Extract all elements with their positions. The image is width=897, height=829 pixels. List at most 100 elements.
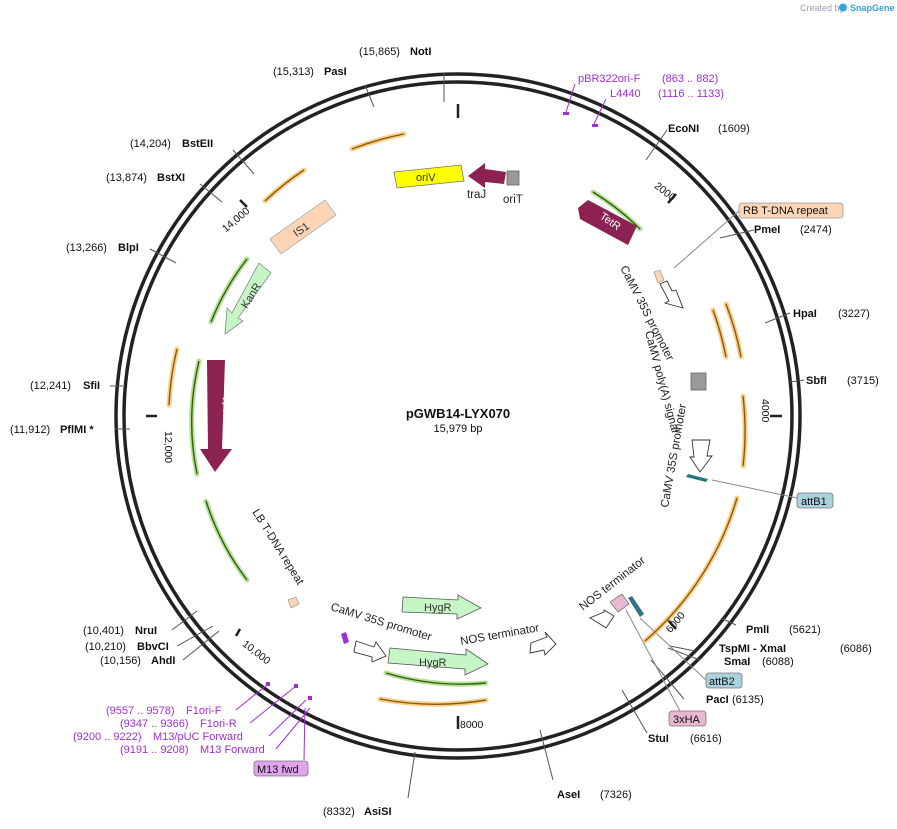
attb2-box xyxy=(705,672,743,689)
site-name-pmei: PmeI xyxy=(754,224,780,236)
3xha-block xyxy=(609,593,630,613)
site-pos-pmli: (5621) xyxy=(789,624,821,636)
site-name-sfii: SfiI xyxy=(83,380,100,392)
boxed-features: RB T-DNA repeat attB1 attB2 3xHA M13 fwd xyxy=(253,202,844,777)
created-by-text: Created by xyxy=(800,3,845,13)
site-pos-noti: (15,865) xyxy=(359,46,400,58)
site-pos-smai: (6088) xyxy=(762,656,794,668)
site-pos-bbvci: (10,210) xyxy=(85,641,126,653)
site-name-asisi: AsiSI xyxy=(364,806,392,818)
nos-terminator-arrow-2 xyxy=(529,631,557,656)
site-pos-sfii: (12,241) xyxy=(30,380,71,392)
site-name-stui: StuI xyxy=(648,733,669,745)
feature-arrows: oriV traJ oriT TetR IS1 KanR trfA HygR H… xyxy=(200,163,713,676)
site-name-pasi: PasI xyxy=(324,66,347,78)
primer-name-m13puc: M13/pUC Forward xyxy=(153,731,243,743)
primer-range-l4440: (1116 .. 1133) xyxy=(658,88,724,100)
is1-block xyxy=(269,199,337,255)
site-pos-hpai: (3227) xyxy=(838,308,870,320)
primers-bottom: (9557 .. 9578) F1ori-F (9347 .. 9366) F1… xyxy=(73,682,312,761)
primer-range-f1ori-f: (9557 .. 9578) xyxy=(106,705,175,717)
orit-block xyxy=(506,170,520,186)
tick-10000 xyxy=(234,628,242,637)
m13fwd-label: M13 fwd xyxy=(257,764,299,776)
site-leader-lines xyxy=(110,73,805,799)
site-name-paci: PacI xyxy=(706,694,729,706)
oriv-block xyxy=(393,164,465,189)
rb-repeat-block xyxy=(653,269,665,284)
site-name-nrui: NruI xyxy=(135,625,157,637)
site-name-noti: NotI xyxy=(410,46,431,58)
attb1-label: attB1 xyxy=(801,496,827,508)
site-pos-blpi: (13,266) xyxy=(66,242,107,254)
tick-label-14000: 14,000 xyxy=(220,205,252,235)
lb-repeat-label: LB T-DNA repeat xyxy=(249,507,306,588)
primer-range-f1ori-r: (9347 .. 9366) xyxy=(120,718,189,730)
attb1-box xyxy=(796,492,834,509)
primer-range-pbr322ori-f: (863 .. 882) xyxy=(662,73,718,85)
restriction-sites: (15,865) NotI (15,313) PasI (14,204) Bst… xyxy=(10,46,879,818)
site-name-sbfi: SbfI xyxy=(806,375,827,387)
hygr-label-1: HygR xyxy=(424,602,452,614)
tick-label-12000: 12,000 xyxy=(162,431,174,463)
tick-14000 xyxy=(239,199,248,208)
primer-range-m13puc: (9200 .. 9222) xyxy=(73,731,142,743)
green-arcs xyxy=(191,191,641,685)
site-name-hpai: HpaI xyxy=(793,308,817,320)
camv-polya-block xyxy=(690,372,707,391)
site-pos-asei: (7326) xyxy=(600,789,632,801)
site-name-tspmi-xmai: TspMI - XmaI xyxy=(719,643,786,655)
site-pos-pflmi: (11,912) xyxy=(10,424,50,436)
site-name-pmli: PmlI xyxy=(746,624,769,636)
site-pos-paci: (6135) xyxy=(732,694,764,706)
kanr-arrow xyxy=(224,262,272,335)
snapgene-logo-icon xyxy=(839,3,847,12)
site-name-blpi: BlpI xyxy=(118,242,139,254)
camv35s-arrow-1 xyxy=(659,280,684,309)
3xha-label: 3xHA xyxy=(673,714,701,726)
3xha-box xyxy=(668,710,707,727)
f1ori-mark xyxy=(341,632,349,644)
plasmid-size: 15,979 bp xyxy=(434,423,483,435)
primer-name-l4440: L4440 xyxy=(610,88,641,100)
site-pos-pmei: (2474) xyxy=(800,224,832,236)
trfa-arrow xyxy=(200,360,232,472)
primer-name-m13fwd: M13 Forward xyxy=(200,744,265,756)
tetr-arrow xyxy=(578,200,637,245)
site-pos-tspmi-xmai: (6086) xyxy=(840,643,872,655)
nos-terminator-arrow-1 xyxy=(589,609,615,629)
site-name-econi: EcoNI xyxy=(668,123,699,135)
site-name-smai: SmaI xyxy=(724,656,750,668)
backbone-inner-ring xyxy=(122,80,794,752)
primer-range-m13fwd: (9191 .. 9208) xyxy=(120,744,189,756)
site-name-bbvci: BbvCI xyxy=(137,641,169,653)
attb2-label: attB2 xyxy=(709,676,735,688)
site-name-pflmi: PflMI * xyxy=(60,424,94,436)
plasmid-name: pGWB14-LYX070 xyxy=(406,406,510,421)
camv35s-label-2: CaMV 35S promoter xyxy=(659,403,689,508)
nos-terminator-label-2: NOS terminator xyxy=(459,622,540,648)
snapgene-text: SnapGene xyxy=(850,3,895,13)
rb-repeat-box xyxy=(738,202,844,219)
tick-label-8000: 8000 xyxy=(460,719,484,731)
camv35s-arrow-3 xyxy=(353,640,387,663)
tick-label-4000: 4000 xyxy=(759,399,771,423)
primer-name-pbr322ori-f: pBR322ori-F xyxy=(578,73,641,85)
site-pos-bstxi: (13,874) xyxy=(106,172,147,184)
site-pos-pasi: (15,313) xyxy=(273,66,314,78)
site-pos-bsteii: (14,204) xyxy=(130,138,171,150)
site-pos-asisi: (8332) xyxy=(323,806,355,818)
site-name-asei: AseI xyxy=(557,789,580,801)
tick-2000 xyxy=(667,193,677,204)
orf-arcs xyxy=(168,133,746,705)
primers-top: pBR322ori-F (863 .. 882) L4440 (1116 .. … xyxy=(563,73,724,127)
traj-label: traJ xyxy=(467,189,486,201)
backbone-outer-ring xyxy=(114,72,802,760)
site-name-bstxi: BstXI xyxy=(157,172,185,184)
hygr-label-2: HygR xyxy=(419,657,447,669)
hygr-arrow-1 xyxy=(401,594,482,620)
hygr-arrow-2 xyxy=(387,647,489,676)
camv35s-arrow-2 xyxy=(689,439,713,473)
primer-name-f1ori-r: F1ori-R xyxy=(200,718,237,730)
